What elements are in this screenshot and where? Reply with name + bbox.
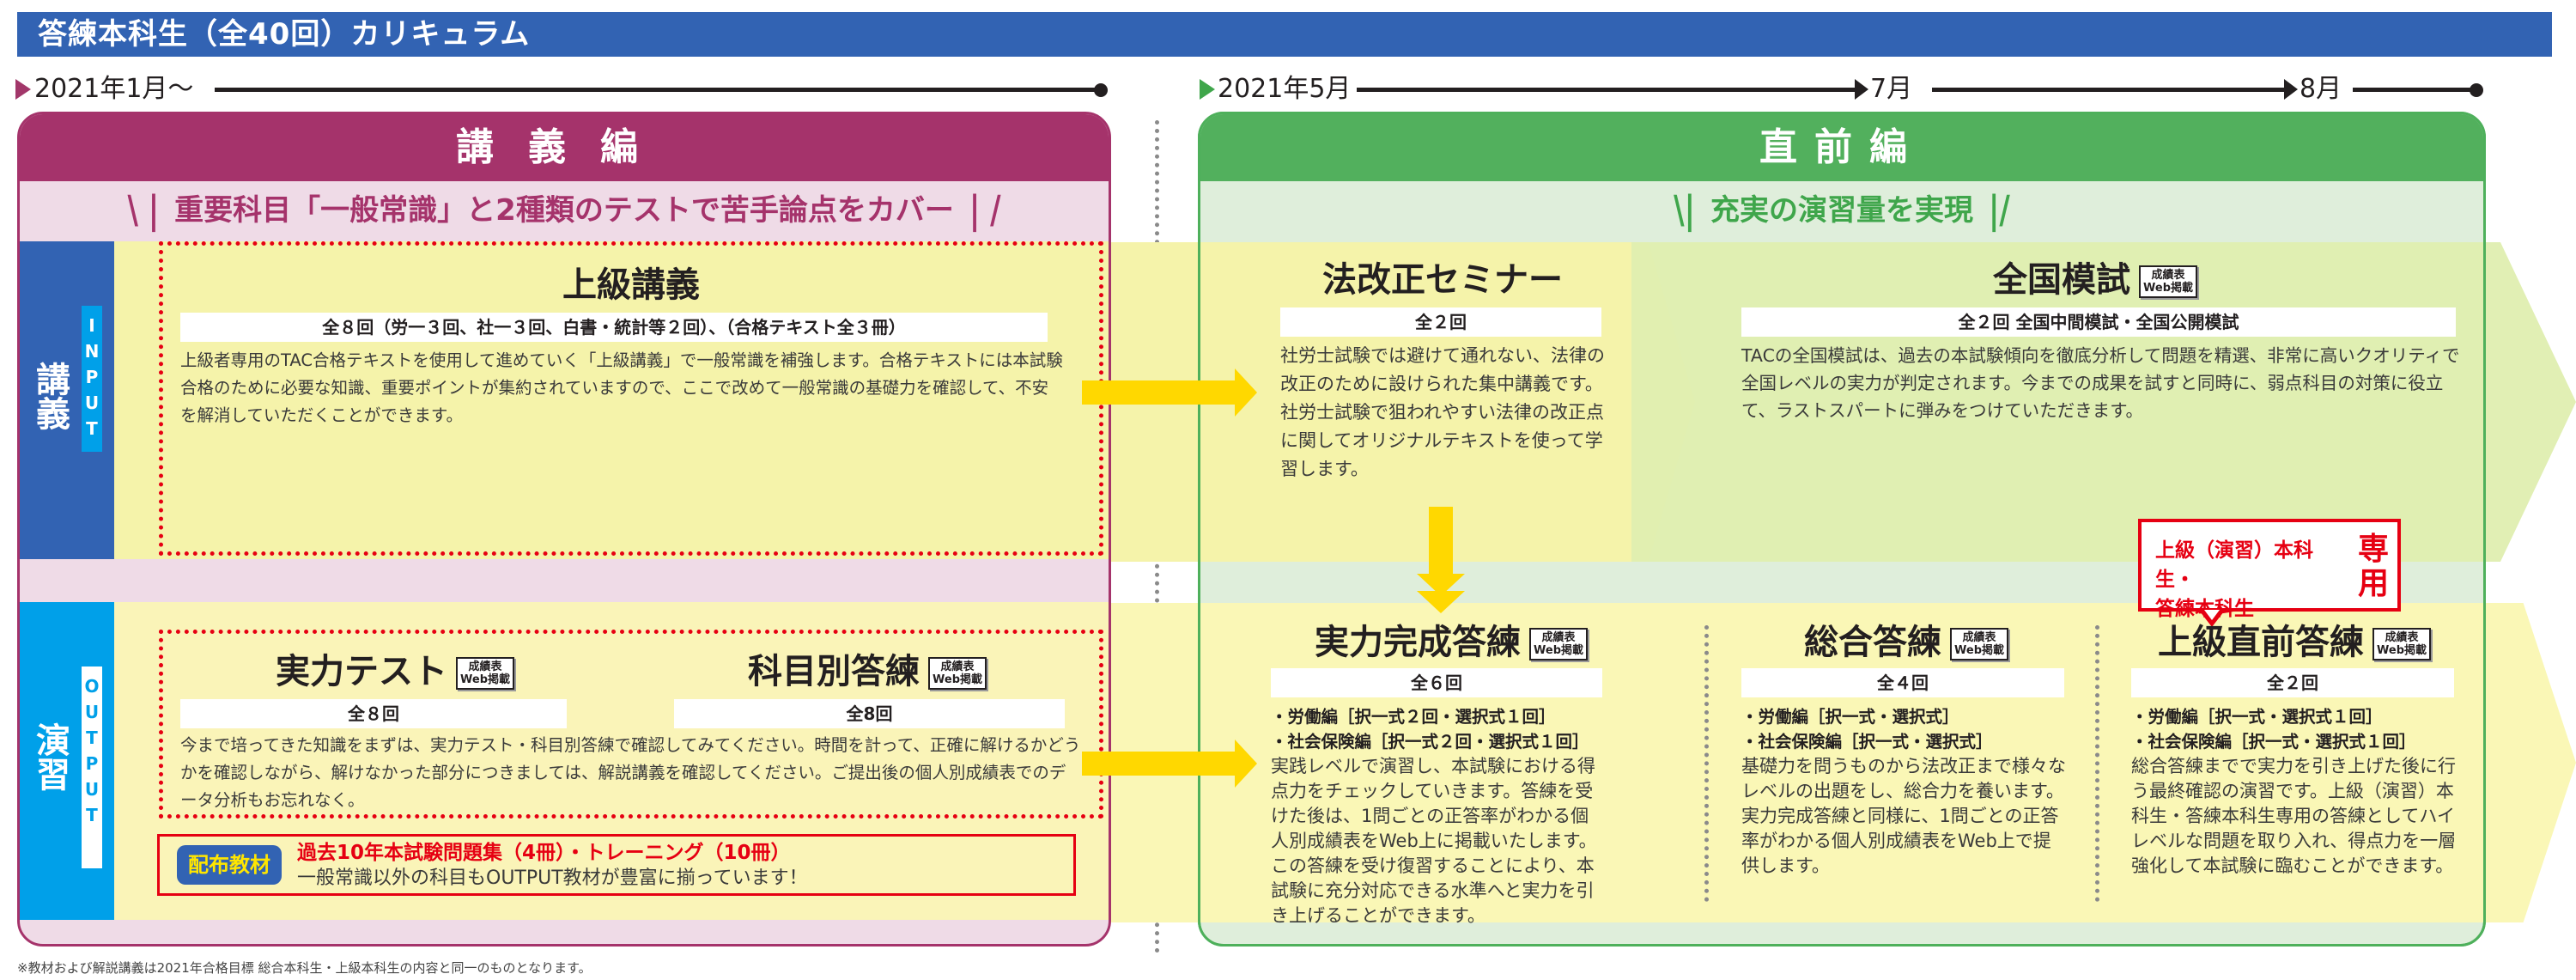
arrow-down-icon bbox=[1429, 507, 1453, 575]
timeline-right-end-dot bbox=[2470, 83, 2483, 97]
final-section-tagline: 充実の演習量を実現 bbox=[1710, 193, 1973, 228]
course-count-jitsuryoku-test: 全８回 bbox=[180, 699, 567, 728]
course-bullet: ・社会保険編［択一式・選択式］ bbox=[1741, 732, 1993, 752]
materials-subtitle: 一般常識以外の科目もOUTPUT教材が豊富に揃っています！ bbox=[297, 867, 808, 889]
course-bullet: ・社会保険編［択一式・選択式１回］ bbox=[2131, 732, 2416, 752]
arrow-right-icon bbox=[1082, 752, 1236, 776]
materials-box: 配布教材 過去10年本試験問題集（4冊）・トレーニング（10冊） 一般常識以外の… bbox=[157, 834, 1076, 896]
course-count: 全８回（労一３回、社一３回、白書・統計等２回）、（合格テキスト全３冊） bbox=[180, 313, 1048, 342]
course-bullet: ・労働編［択一式２回・選択式１回］ bbox=[1271, 707, 1556, 727]
course-description-jitsuryoku-kansei: 実践レベルで演習し、本試験における得点力をチェックしていきます。答練を受けた後は… bbox=[1271, 756, 1597, 926]
title-bar bbox=[17, 12, 2552, 57]
callout-emphasis: 専用 bbox=[2357, 532, 2389, 601]
timeline-arrow-icon bbox=[2284, 79, 2298, 100]
input-side-label: 講義 INPUT bbox=[20, 241, 114, 559]
lecture-section-heading: 講義編 bbox=[456, 125, 672, 169]
output-description: 今まで培ってきた知識をまずは、実力テスト・科目別答練で確認してみてください。時間… bbox=[180, 735, 1081, 810]
emphasis-slash-icon: |/ bbox=[1989, 188, 2010, 233]
lecture-section-tagline-wrap: \ | 重要科目「一般常識」と2種類のテストで苦手論点をカバー | / bbox=[20, 185, 1109, 236]
output-side-label: 演習 OUTPUT bbox=[20, 602, 114, 920]
page-title: 答練本科生（全40回）カリキュラム bbox=[38, 17, 531, 52]
input-tag: INPUT bbox=[82, 306, 102, 452]
exclusive-callout: 上級（演習）本科生・ 答練本科生 専用 bbox=[2138, 519, 2401, 620]
lecture-section-tagline: 重要科目「一般常識」と2種類のテストで苦手論点をカバー bbox=[174, 193, 954, 228]
timeline-right-end: 8月 bbox=[2300, 74, 2342, 104]
lecture-section-panel: 講義編 \ | 重要科目「一般常識」と2種類のテストで苦手論点をカバー | / 講義… bbox=[17, 112, 1111, 947]
course-count-sogo: 全４回 bbox=[1741, 668, 2064, 697]
timeline-right-mid: 7月 bbox=[1870, 74, 1913, 104]
column-divider bbox=[2095, 625, 2099, 902]
final-section-tagline-wrap: \| 充実の演習量を実現 |/ bbox=[1200, 185, 2483, 236]
course-count-kamokubetsu: 全8回 bbox=[674, 699, 1065, 728]
course-count-mock-exam: 全２回 全国中間模試・全国公開模試 bbox=[1741, 307, 2456, 337]
timeline-start-marker-icon bbox=[15, 79, 31, 100]
materials-title: 過去10年本試験問題集（4冊）・トレーニング（10冊） bbox=[297, 842, 791, 864]
course-count-seminar: 全２回 bbox=[1280, 307, 1601, 337]
column-divider bbox=[1704, 625, 1709, 902]
course-count-jitsuryoku-kansei: 全６回 bbox=[1271, 668, 1602, 697]
output-tag: OUTPUT bbox=[82, 667, 102, 868]
footnote: ※教材および解説講義は2021年合格目標 総合本科生・上級本科生の内容と同一のも… bbox=[17, 960, 592, 976]
course-count-jokyu-chokuzen: 全２回 bbox=[2131, 668, 2454, 697]
timeline-right-line-3 bbox=[2353, 88, 2473, 92]
arrow-right-head-icon bbox=[1235, 368, 1257, 417]
lecture-section-header: 講義編 bbox=[20, 114, 1109, 181]
input-band bbox=[114, 241, 1109, 559]
course-bullet: ・労働編［択一式・選択式１回］ bbox=[2131, 707, 2383, 727]
timeline-right-line-2 bbox=[1932, 88, 2284, 92]
timeline-right-line-1 bbox=[1357, 88, 1855, 92]
course-title-seminar: 法改正セミナー bbox=[1322, 260, 1563, 300]
course-description-mock-exam: TACの全国模試は、過去の本試験傾向を徹底分析して問題を精選、非常に高いクオリテ… bbox=[1741, 345, 2460, 421]
arrow-down-head-icon bbox=[1417, 574, 1465, 596]
callout-text: 上級（演習）本科生・ 答練本科生 bbox=[2155, 539, 2313, 620]
callout-tail-inner bbox=[2204, 610, 2220, 620]
timeline-left-line bbox=[215, 88, 1099, 92]
course-bullet: ・社会保険編［択一式２回・選択式１回］ bbox=[1271, 732, 1589, 752]
arrow-right-icon bbox=[1082, 380, 1236, 405]
course-description: 上級者専用のTAC合格テキストを使用して進めていく「上級講義」で一般常識を補強し… bbox=[180, 350, 1063, 425]
course-description-seminar: 社労士試験では避けて通れない、法律の改正のために設けられた集中講義です。社労士試… bbox=[1280, 345, 1605, 479]
emphasis-slash-icon: | / bbox=[969, 188, 1001, 233]
course-title: 上級講義 bbox=[562, 265, 700, 305]
emphasis-slash-icon: \ | bbox=[127, 188, 160, 233]
output-chevron bbox=[1111, 603, 2576, 922]
timeline-left-end-dot bbox=[1094, 83, 1108, 97]
emphasis-slash-icon: \| bbox=[1674, 188, 1695, 233]
timeline-right-start-marker-icon bbox=[1200, 79, 1215, 100]
upper-course-frame: 上級講義 全８回（労一３回、社一３回、白書・統計等２回）、（合格テキスト全３冊）… bbox=[159, 241, 1103, 556]
output-side-kanji: 演習 bbox=[30, 722, 70, 791]
course-description-sogo: 基礎力を問うものから法改正まで様々なレベルの出題をし、総合力を養います。実力完成… bbox=[1741, 756, 2066, 876]
final-section-header: 直前編 bbox=[1200, 114, 2483, 181]
input-side-kanji: 講義 bbox=[30, 362, 70, 430]
course-bullet: ・労働編［択一式・選択式］ bbox=[1741, 707, 1959, 727]
input-chevron-mock-exam bbox=[1631, 242, 2576, 562]
materials-badge: 配布教材 bbox=[177, 845, 282, 885]
timeline-arrow-icon bbox=[1855, 79, 1868, 100]
arrow-right-head-icon bbox=[1235, 740, 1257, 788]
timeline-right-start: 2021年5月 bbox=[1218, 74, 1352, 104]
final-section-heading: 直前編 bbox=[1759, 125, 1924, 169]
course-description-jokyu-chokuzen: 総合答練までで実力を引き上げた後に行う最終確認の演習です。上級（演習）本科生・答… bbox=[2131, 756, 2457, 876]
timeline-left-start: 2021年1月～ bbox=[34, 74, 194, 104]
